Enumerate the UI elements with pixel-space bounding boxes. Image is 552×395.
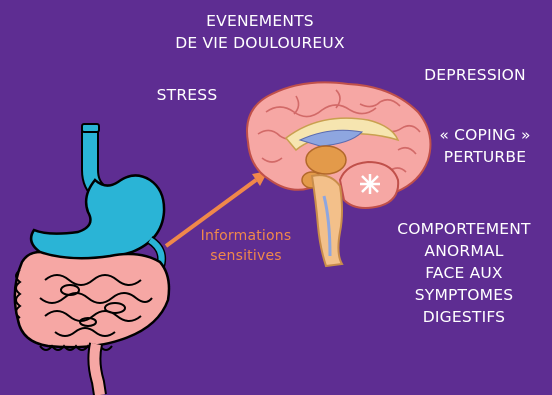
- behavior-line-4: SYMPTOMES: [384, 284, 544, 306]
- sensory-info-line-2: sensitives: [184, 246, 308, 266]
- behavior-label: COMPORTEMENT ANORMAL FACE AUX SYMPTOMES …: [384, 218, 544, 328]
- life-events-line-1: EVENEMENTS: [150, 10, 370, 32]
- behavior-line-2: ANORMAL: [384, 240, 544, 262]
- depression-label: DEPRESSION: [405, 64, 545, 86]
- life-events-label: EVENEMENTS DE VIE DOULOUREUX: [150, 10, 370, 54]
- sensory-info-label: Informations sensitives: [184, 226, 308, 266]
- digestive-tract-illustration: [15, 124, 169, 395]
- coping-line-1: « COPING »: [418, 124, 552, 146]
- stress-label: STRESS: [132, 84, 242, 106]
- coping-label: « COPING » PERTURBE: [418, 124, 552, 168]
- sensory-info-line-1: Informations: [184, 226, 308, 246]
- behavior-line-3: FACE AUX: [384, 262, 544, 284]
- life-events-line-2: DE VIE DOULOUREUX: [150, 32, 370, 54]
- coping-line-2: PERTURBE: [418, 146, 552, 168]
- behavior-line-5: DIGESTIFS: [384, 306, 544, 328]
- behavior-line-1: COMPORTEMENT: [384, 218, 544, 240]
